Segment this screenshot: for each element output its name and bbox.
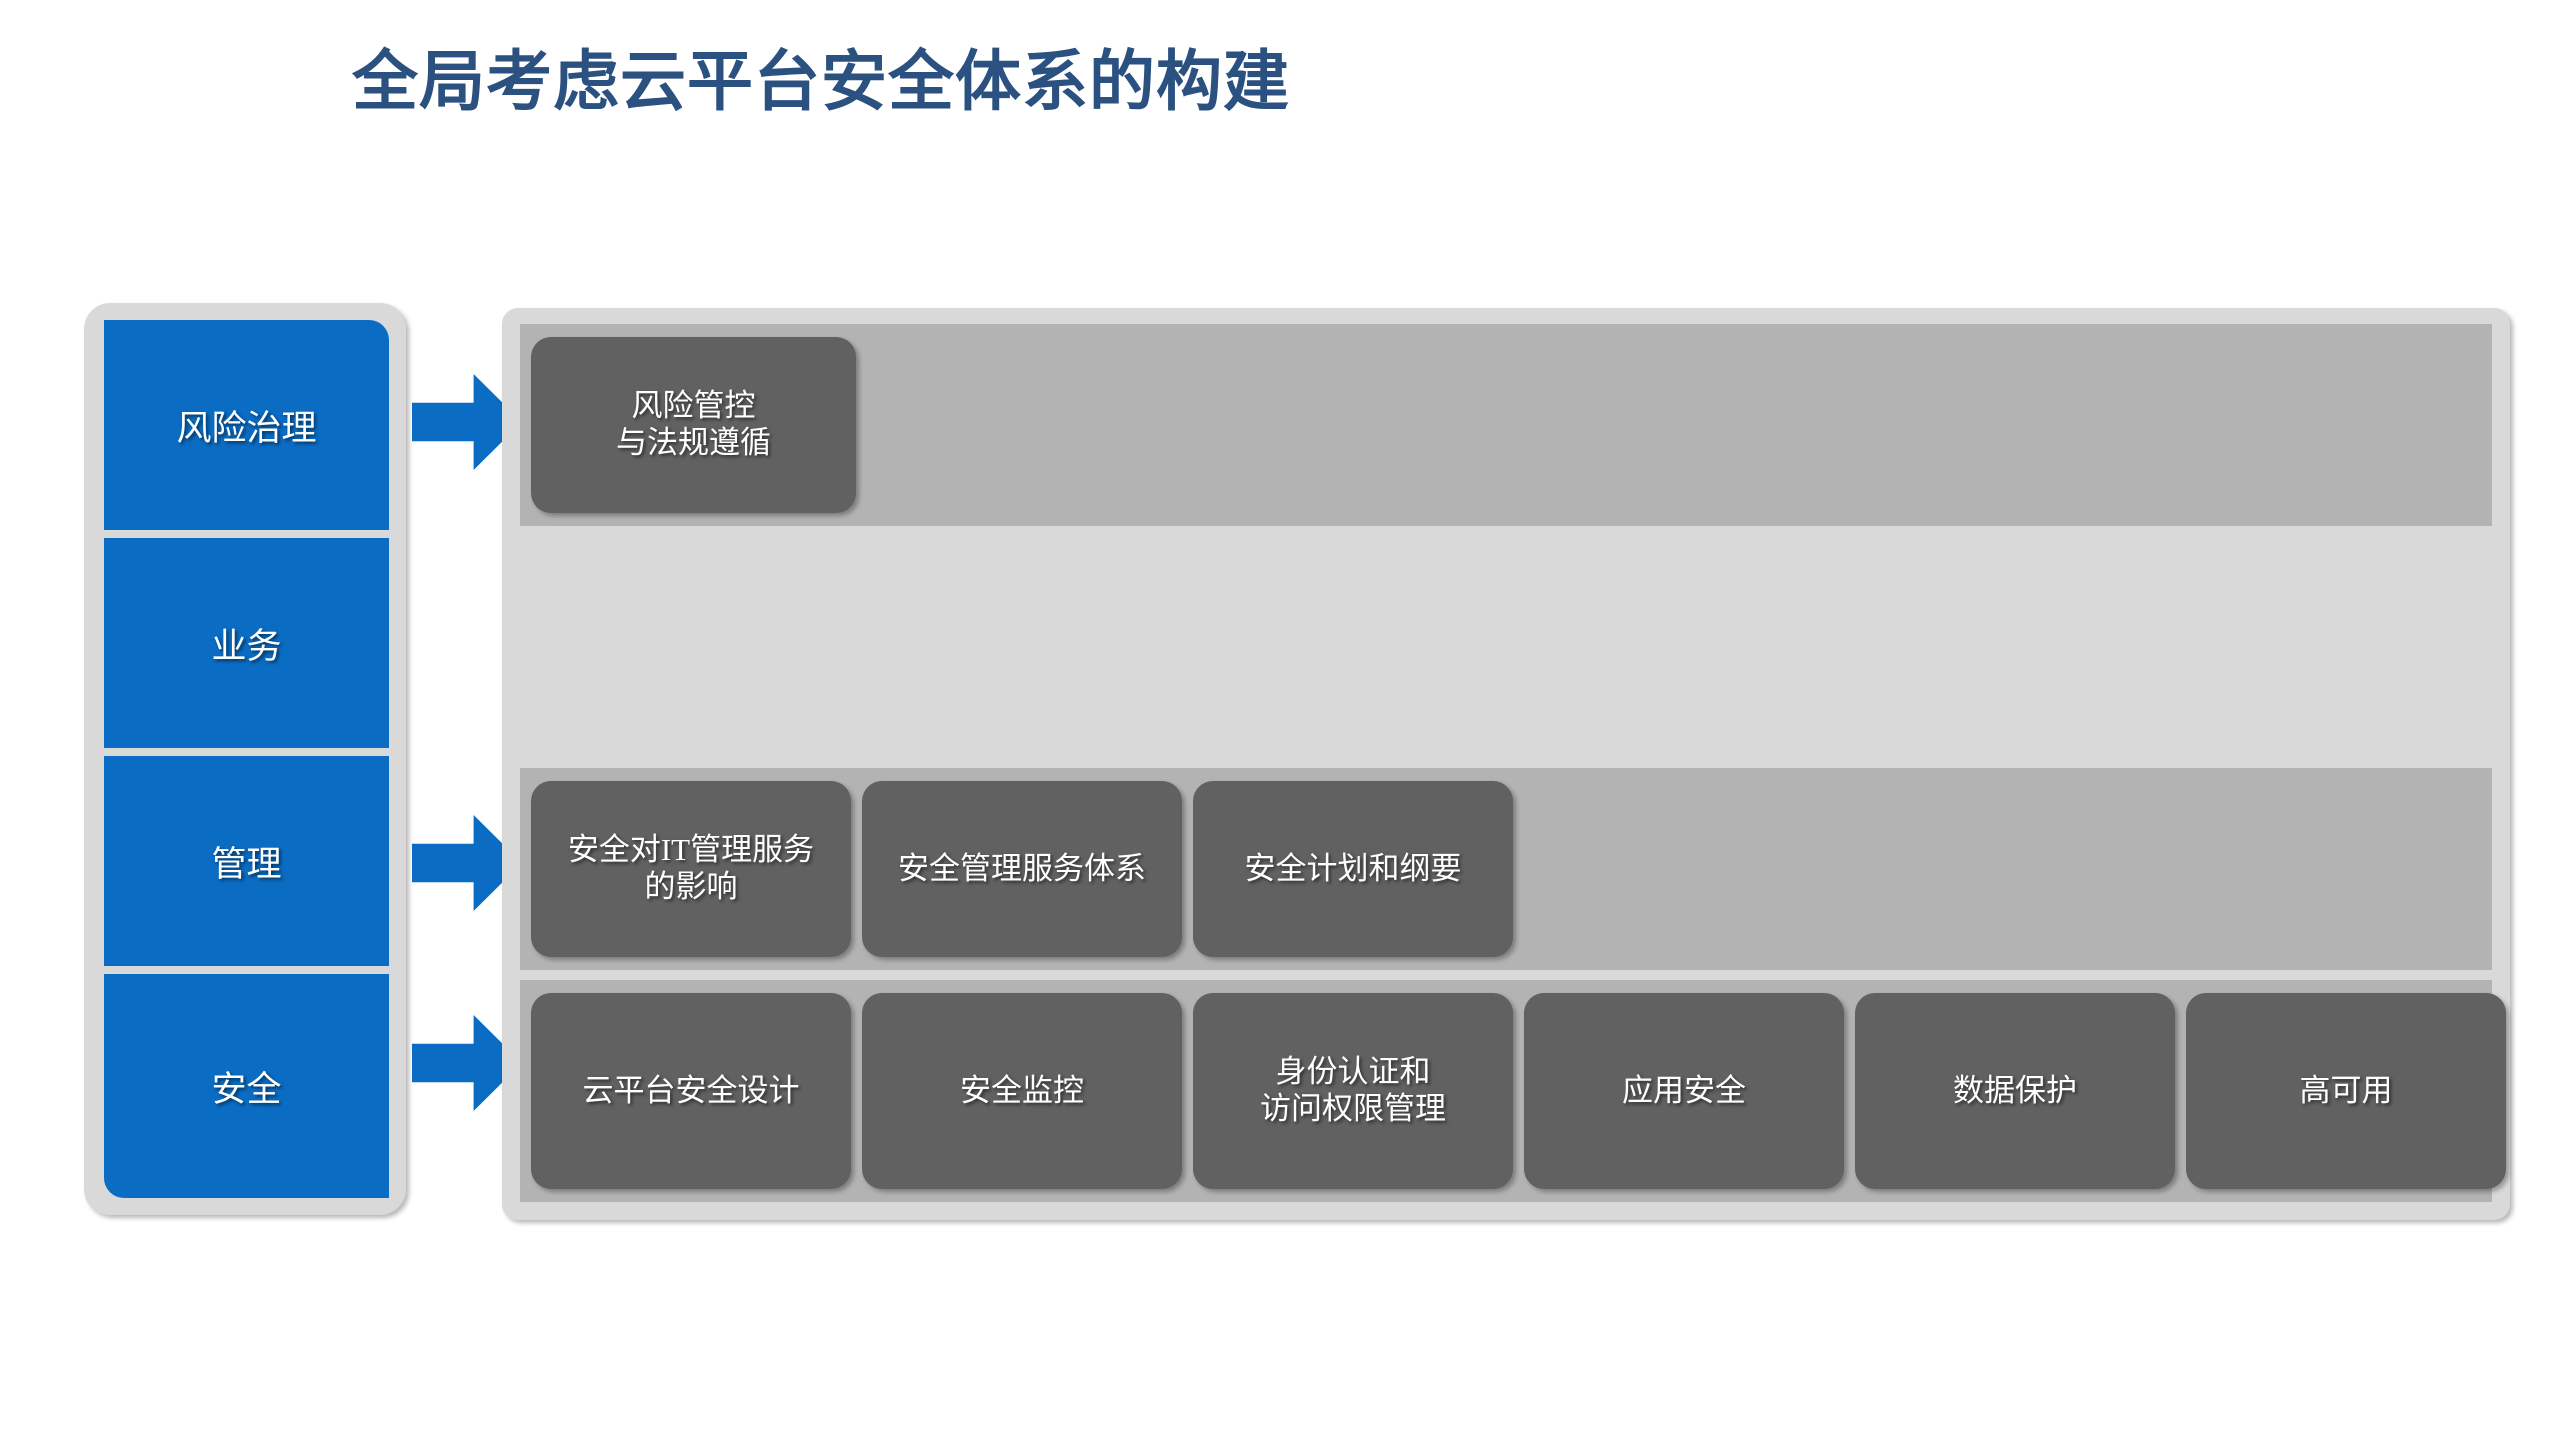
tile-security-management-service-system[interactable]: 安全管理服务体系: [862, 781, 1182, 957]
band-business: [520, 536, 2492, 758]
tile-application-security[interactable]: 应用安全: [1524, 993, 1844, 1189]
tile-label: 数据保护: [1953, 1072, 2077, 1108]
tile-label: 安全计划和纲要: [1244, 850, 1462, 886]
tile-risk-compliance[interactable]: 风险管控 与法规遵循: [531, 337, 856, 513]
tile-label: 安全管理服务体系: [898, 850, 1146, 886]
stage-label: 业务: [211, 626, 282, 666]
band-management: 安全对IT管理服务 的影响 安全管理服务体系 安全计划和纲要: [520, 768, 2492, 970]
stage-cell-risk-governance[interactable]: 风险治理: [104, 320, 389, 530]
tile-security-impact-on-it-management[interactable]: 安全对IT管理服务 的影响: [531, 781, 851, 957]
tile-identity-and-access-management[interactable]: 身份认证和 访问权限管理: [1193, 993, 1513, 1189]
tile-label: 安全对IT管理服务 的影响: [567, 832, 815, 904]
domain-panel: 风险管控 与法规遵循 安全对IT管理服务 的影响 安全管理服务体系 安全计划和纲…: [502, 308, 2510, 1220]
tile-label: 风险管控 与法规遵循: [616, 388, 771, 460]
tile-data-protection[interactable]: 数据保护: [1855, 993, 2175, 1189]
tile-security-monitoring[interactable]: 安全监控: [862, 993, 1182, 1189]
tile-label: 云平台安全设计: [582, 1072, 800, 1108]
stage-cell-management[interactable]: 管理: [104, 756, 389, 966]
stage-label: 管理: [211, 844, 282, 884]
tile-label: 应用安全: [1622, 1072, 1746, 1108]
stage-cell-security[interactable]: 安全: [104, 974, 389, 1198]
tile-high-availability[interactable]: 高可用: [2186, 993, 2506, 1189]
tile-label: 高可用: [2299, 1072, 2393, 1108]
tile-security-plan-and-outline[interactable]: 安全计划和纲要: [1193, 781, 1513, 957]
stage-label: 安全: [211, 1069, 282, 1109]
stage-column: 风险治理 业务 管理 安全: [84, 303, 406, 1215]
stage-cell-business[interactable]: 业务: [104, 538, 389, 748]
band-security: 云平台安全设计 安全监控 身份认证和 访问权限管理 应用安全 数据保护 高可用: [520, 980, 2506, 1202]
tile-cloud-platform-security-design[interactable]: 云平台安全设计: [531, 993, 851, 1189]
tile-label: 身份认证和 访问权限管理: [1260, 1054, 1446, 1126]
page-title: 全局考虑云平台安全体系的构建: [352, 44, 1290, 118]
stage-label: 风险治理: [176, 408, 317, 448]
band-risk-governance: 风险管控 与法规遵循: [520, 324, 2492, 526]
tile-label: 安全监控: [960, 1072, 1084, 1108]
